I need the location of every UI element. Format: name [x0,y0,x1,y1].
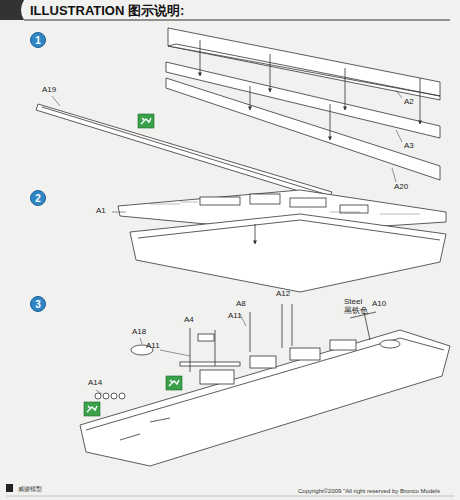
part-number: A4 [184,316,194,325]
part-number: A2 [404,98,414,107]
paint-note: 黑铁色 [344,307,368,316]
part-number: A20 [394,183,408,192]
step-number: 2 [30,190,46,206]
step-label: 3 [35,299,41,310]
part-number: A8 [236,300,246,309]
brand-name: 威骏模型 [18,486,42,493]
part-number: A19 [42,86,56,95]
paint-note: Steel [344,298,362,307]
step-label: 2 [35,193,41,204]
step-label: 1 [35,35,41,46]
part-number: A14 [88,379,102,388]
part-number: A11 [146,342,160,351]
part-number: A11 [228,312,242,321]
page-title: ILLUSTRATION 图示说明: [30,4,184,18]
part-number: A10 [372,300,386,309]
part-number: A18 [132,328,146,337]
part-number: A1 [96,207,106,216]
step-number: 1 [30,32,46,48]
copyright-note: Copyright©2009 "All right reserved by Br… [298,488,440,495]
part-number: A12 [276,290,290,299]
step-number: 3 [30,296,46,312]
part-number: A3 [404,142,414,151]
